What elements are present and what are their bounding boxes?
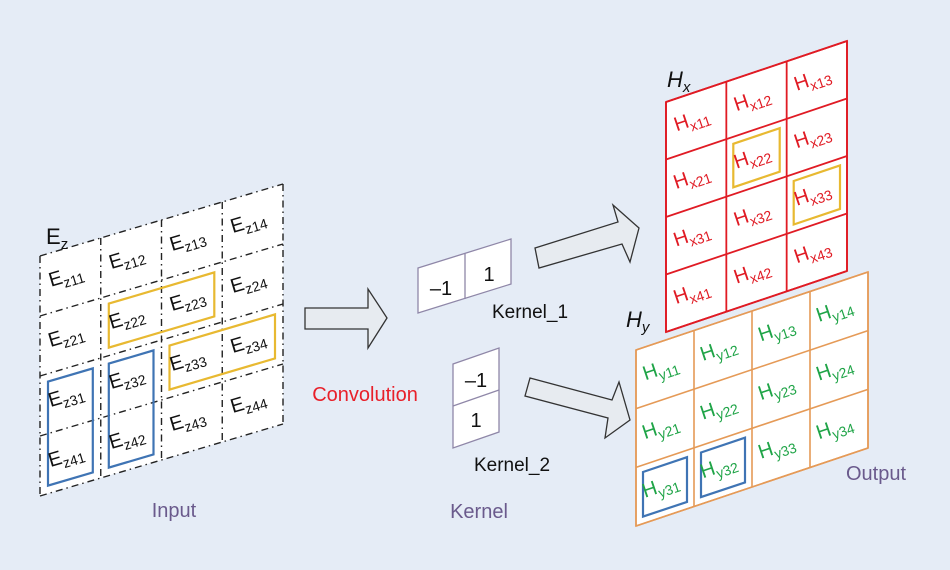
input-cell-z24: Ez24 xyxy=(228,267,270,301)
arrow-right-icon xyxy=(304,286,388,351)
kernel-2: –1 1 xyxy=(452,347,500,449)
hx-highlight-0 xyxy=(732,126,781,189)
input-cell-z43: Ez43 xyxy=(167,405,209,439)
hy-cell-y34: Hy34 xyxy=(814,411,857,447)
input-hline xyxy=(39,363,284,437)
input-hline xyxy=(39,243,284,317)
hx-cell-x22: Hx22 xyxy=(731,141,774,177)
input-cell-z32: Ez32 xyxy=(106,363,148,397)
input-cell-z21: Ez21 xyxy=(46,321,88,355)
arrow-to-hx-icon xyxy=(534,203,640,269)
hx-cell-x31: Hx31 xyxy=(671,219,714,255)
hx-highlight-1 xyxy=(792,163,842,227)
kernel-2-label: Kernel_2 xyxy=(474,455,550,476)
hy-grid-label: Hy xyxy=(626,307,651,336)
input-cell-z14: Ez14 xyxy=(228,207,270,241)
input-cell-z33: Ez33 xyxy=(167,345,209,379)
hx-cell-x13: Hx13 xyxy=(791,63,834,99)
hy-cell-y32: Hy32 xyxy=(698,450,741,486)
input-highlight-0 xyxy=(107,270,216,350)
kernel-1-value-0: –1 xyxy=(430,278,452,300)
input-cell-z23: Ez23 xyxy=(167,285,209,319)
input-highlight-1 xyxy=(168,312,277,392)
hx-hline xyxy=(665,270,848,333)
hx-hline xyxy=(665,212,848,276)
kernel-2-value-0: –1 xyxy=(465,370,487,392)
input-cell-z34: Ez34 xyxy=(228,327,270,361)
hx-hline xyxy=(665,155,848,218)
input-cell-z44: Ez44 xyxy=(228,387,270,421)
hy-cell-y22: Hy22 xyxy=(698,392,741,428)
hx-cell-x42: Hx42 xyxy=(731,256,774,292)
output-caption: Output xyxy=(846,463,906,485)
kernel-2-value-1: 1 xyxy=(470,410,481,432)
input-hline xyxy=(39,423,284,497)
convolution-label: Convolution xyxy=(312,384,418,406)
hx-cell-x43: Hx43 xyxy=(791,235,834,271)
hy-cell-y33: Hy33 xyxy=(756,431,799,467)
hy-cell-y14: Hy14 xyxy=(814,294,857,330)
hx-hline xyxy=(665,97,848,161)
hx-hline xyxy=(665,40,848,103)
input-cell-z31: Ez31 xyxy=(46,381,88,415)
hx-cell-x11: Hx11 xyxy=(671,104,713,139)
hy-highlight-0 xyxy=(641,455,689,519)
hy-cell-y23: Hy23 xyxy=(756,372,799,408)
hx-grid-label: Hx xyxy=(667,67,691,96)
hx-cell-x41: Hx41 xyxy=(671,276,714,312)
hy-highlight-1 xyxy=(699,436,747,499)
input-highlight-3 xyxy=(107,348,155,470)
kernel-1-value-1: 1 xyxy=(483,264,494,286)
input-cell-z13: Ez13 xyxy=(167,225,209,259)
input-cell-z42: Ez42 xyxy=(106,423,148,457)
input-highlight-2 xyxy=(46,366,94,488)
hy-cell-y12: Hy12 xyxy=(698,333,741,369)
input-caption: Input xyxy=(152,500,197,522)
hy-cell-y11: Hy11 xyxy=(640,353,682,388)
input-cell-z11: Ez11 xyxy=(46,261,87,295)
arrow-to-hy-icon xyxy=(524,377,631,440)
hy-cell-y21: Hy21 xyxy=(640,411,683,447)
kernel-1: –1 1 xyxy=(417,238,512,314)
hx-cell-x23: Hx23 xyxy=(791,120,834,156)
input-cell-z41: Ez41 xyxy=(46,441,88,475)
hx-cell-x33: Hx33 xyxy=(791,178,834,214)
kernel-2-divider xyxy=(452,389,500,407)
hy-cell-y13: Hy13 xyxy=(756,314,799,350)
hx-cell-x12: Hx12 xyxy=(731,83,774,119)
input-grid-label: Ez xyxy=(46,224,68,253)
input-cell-z12: Ez12 xyxy=(106,243,148,277)
hy-cell-y31: Hy31 xyxy=(640,470,683,506)
kernel-caption: Kernel xyxy=(450,501,508,523)
input-cell-z22: Ez22 xyxy=(106,303,148,337)
hx-cell-x21: Hx21 xyxy=(671,161,714,197)
kernel-1-label: Kernel_1 xyxy=(492,302,568,323)
hx-cell-x32: Hx32 xyxy=(731,198,774,234)
hy-cell-y24: Hy24 xyxy=(814,353,857,389)
